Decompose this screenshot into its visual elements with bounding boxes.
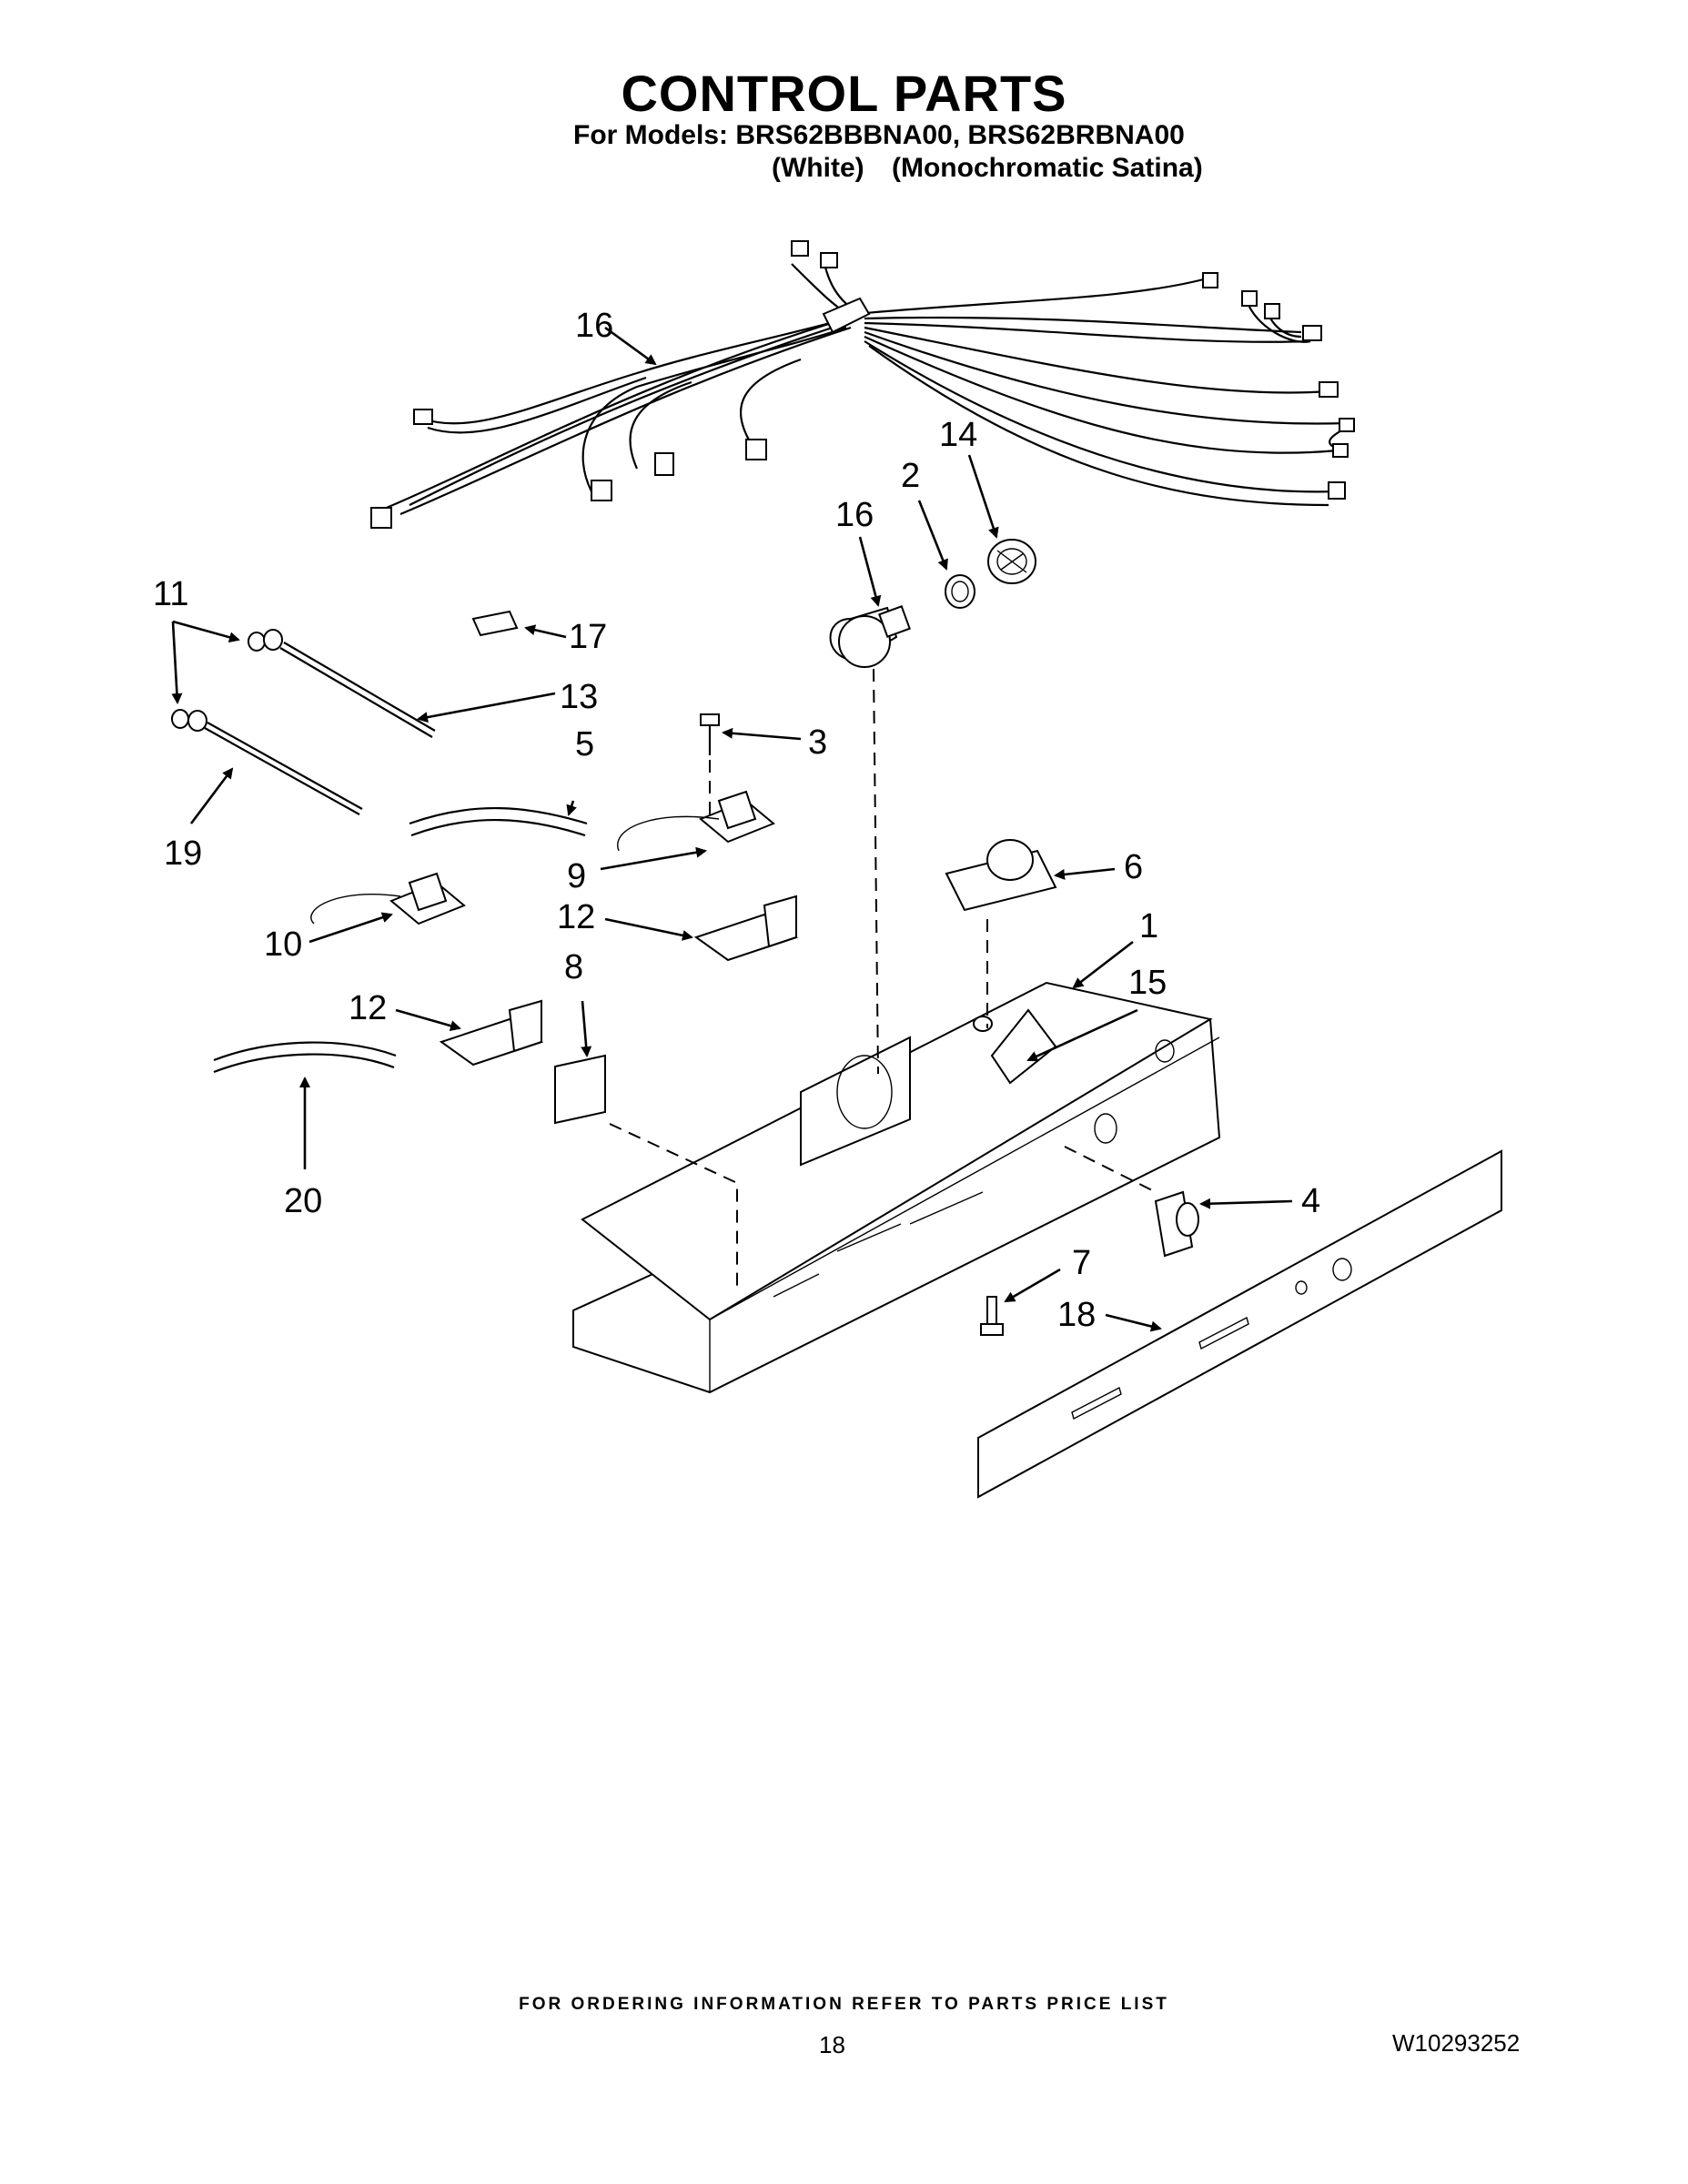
control-housing <box>572 981 1221 1394</box>
page-number: 18 <box>819 2031 845 2058</box>
page-title: CONTROL PARTS <box>621 65 1067 122</box>
callout-16-bulb: 16 <box>835 496 874 534</box>
light-bulb-assembly <box>829 539 1036 668</box>
callout-9: 9 <box>567 857 586 895</box>
leader-lines <box>171 326 1293 1332</box>
model-list: For Models: BRS62BBBNA00, BRS62BRBNA00 <box>573 120 1185 150</box>
ordering-note: FOR ORDERING INFORMATION REFER TO PARTS … <box>519 1995 1169 2014</box>
switches-and-brackets <box>310 713 1057 1125</box>
callout-10: 10 <box>264 925 302 964</box>
callout-18: 18 <box>1057 1296 1096 1334</box>
variant-satina: (Monochromatic Satina) <box>892 153 1203 183</box>
document-number: W10293252 <box>1392 2029 1521 2057</box>
callout-13: 13 <box>560 678 598 716</box>
callout-11: 11 <box>153 575 188 613</box>
callout-12-left: 12 <box>349 989 387 1027</box>
callout-5: 5 <box>575 725 594 763</box>
callout-8: 8 <box>564 948 583 986</box>
callout-12-right: 12 <box>557 898 595 936</box>
callout-1: 1 <box>1139 907 1158 945</box>
callout-14: 14 <box>939 416 977 454</box>
callout-15: 15 <box>1128 964 1167 1002</box>
callout-20: 20 <box>284 1182 322 1220</box>
callout-7: 7 <box>1072 1244 1091 1282</box>
callout-17: 17 <box>569 618 607 656</box>
front-panel <box>977 1149 1502 1499</box>
callout-4: 4 <box>1301 1182 1320 1220</box>
callout-16-harness: 16 <box>575 307 613 345</box>
callout-6: 6 <box>1124 848 1143 886</box>
callout-numbers: 16 14 2 16 11 17 13 3 5 19 9 6 12 10 1 8… <box>153 307 1320 1334</box>
callout-19: 19 <box>164 834 202 873</box>
wire-harness <box>370 240 1355 529</box>
variant-white: (White) <box>772 153 864 183</box>
callout-2: 2 <box>901 457 920 495</box>
assembly-lines <box>609 668 1157 1292</box>
knob-and-screw <box>980 1190 1199 1336</box>
callout-3: 3 <box>808 723 827 762</box>
small-parts <box>171 610 588 1074</box>
